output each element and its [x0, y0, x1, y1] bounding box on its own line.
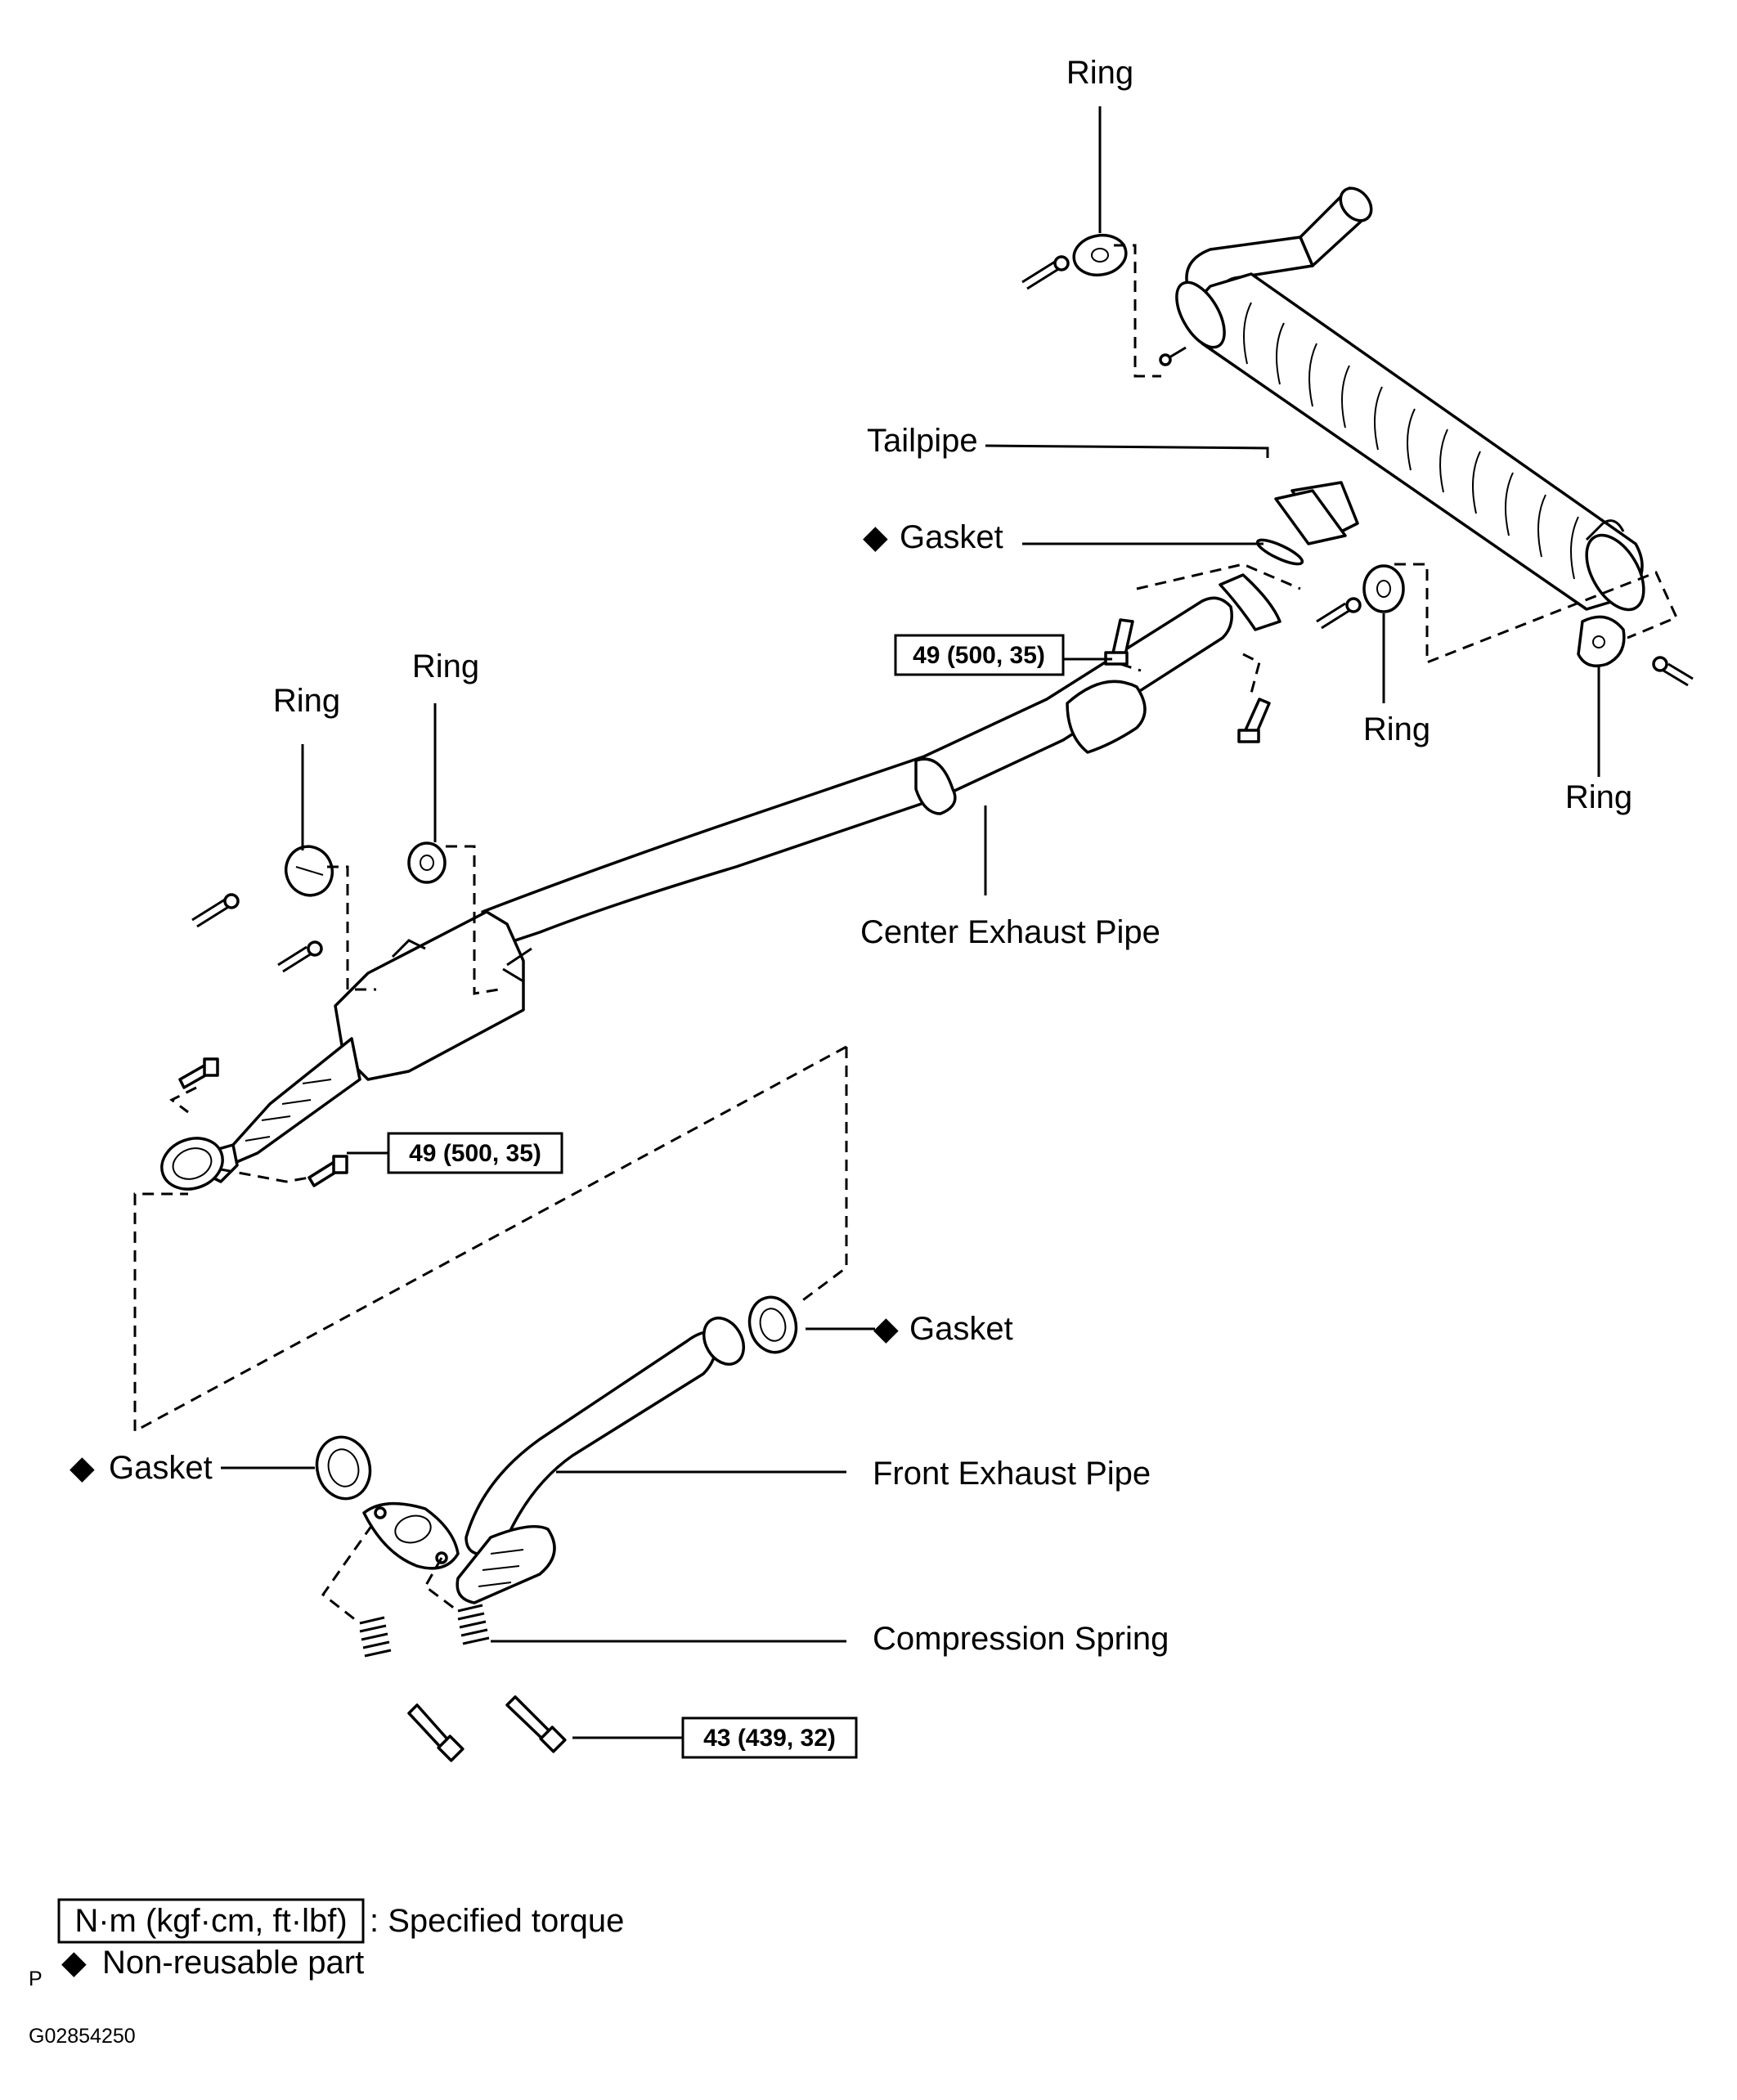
ring-right-far-part [1577, 615, 1626, 667]
alignment-dashes [133, 244, 1679, 1625]
torque-box-lower [681, 1716, 858, 1759]
gasket-tail-symbol: ◆ [863, 519, 888, 555]
gasket-tail-part [1255, 538, 1304, 566]
tailpipe-label: Tailpipe [867, 423, 978, 459]
ring-right-center-label: Ring [1363, 711, 1430, 747]
ring-left-1-label: Ring [273, 683, 340, 719]
torque-box-upper [894, 634, 1065, 676]
ring-left-1-part [285, 845, 334, 897]
figure-id: G02854250 [29, 2025, 136, 2048]
legend-torque-desc: : Specified torque [370, 1903, 624, 1939]
gasket-left-symbol: ◆ [70, 1450, 95, 1486]
compression-spring-label: Compression Spring [873, 1621, 1169, 1657]
front-exhaust-pipe-label: Front Exhaust Pipe [873, 1456, 1151, 1492]
ring-top-part [1072, 233, 1128, 277]
torque-box-middle [387, 1132, 563, 1174]
compression-spring-parts [359, 1604, 490, 1658]
legend-non-reusable-symbol: ◆ [61, 1945, 87, 1981]
gasket-left-part [315, 1435, 372, 1501]
legend-non-reusable-desc: Non-reusable part [102, 1945, 364, 1981]
gasket-right-part [747, 1295, 798, 1354]
ring-right-center-part [1362, 564, 1405, 613]
gasket-right-label: Gasket [909, 1311, 1013, 1347]
gasket-tail-label: Gasket [900, 519, 1003, 555]
ring-top-label: Ring [1066, 55, 1133, 91]
ring-left-2-part [407, 841, 447, 884]
bolts [178, 255, 1694, 1762]
legend-torque-unit: N·m (kgf·cm, ft·lbf) [74, 1903, 347, 1939]
torque-middle: 49 (500, 35) [409, 1140, 541, 1167]
gasket-left-label: Gasket [109, 1450, 213, 1486]
ring-right-far-label: Ring [1565, 779, 1632, 815]
front-exhaust-pipe [362, 1317, 745, 1604]
ring-left-2-label: Ring [412, 648, 479, 684]
torque-upper: 49 (500, 35) [913, 642, 1045, 669]
legend-torque-box [57, 1898, 365, 1944]
tailpipe-muffler [1159, 186, 1645, 612]
corner-mark: P [29, 1968, 43, 1990]
leader-lines [221, 106, 1600, 1739]
center-exhaust-pipe [160, 573, 1281, 1191]
gasket-right-symbol: ◆ [873, 1311, 899, 1347]
torque-lower: 43 (439, 32) [703, 1725, 836, 1752]
center-exhaust-pipe-label: Center Exhaust Pipe [860, 914, 1160, 950]
